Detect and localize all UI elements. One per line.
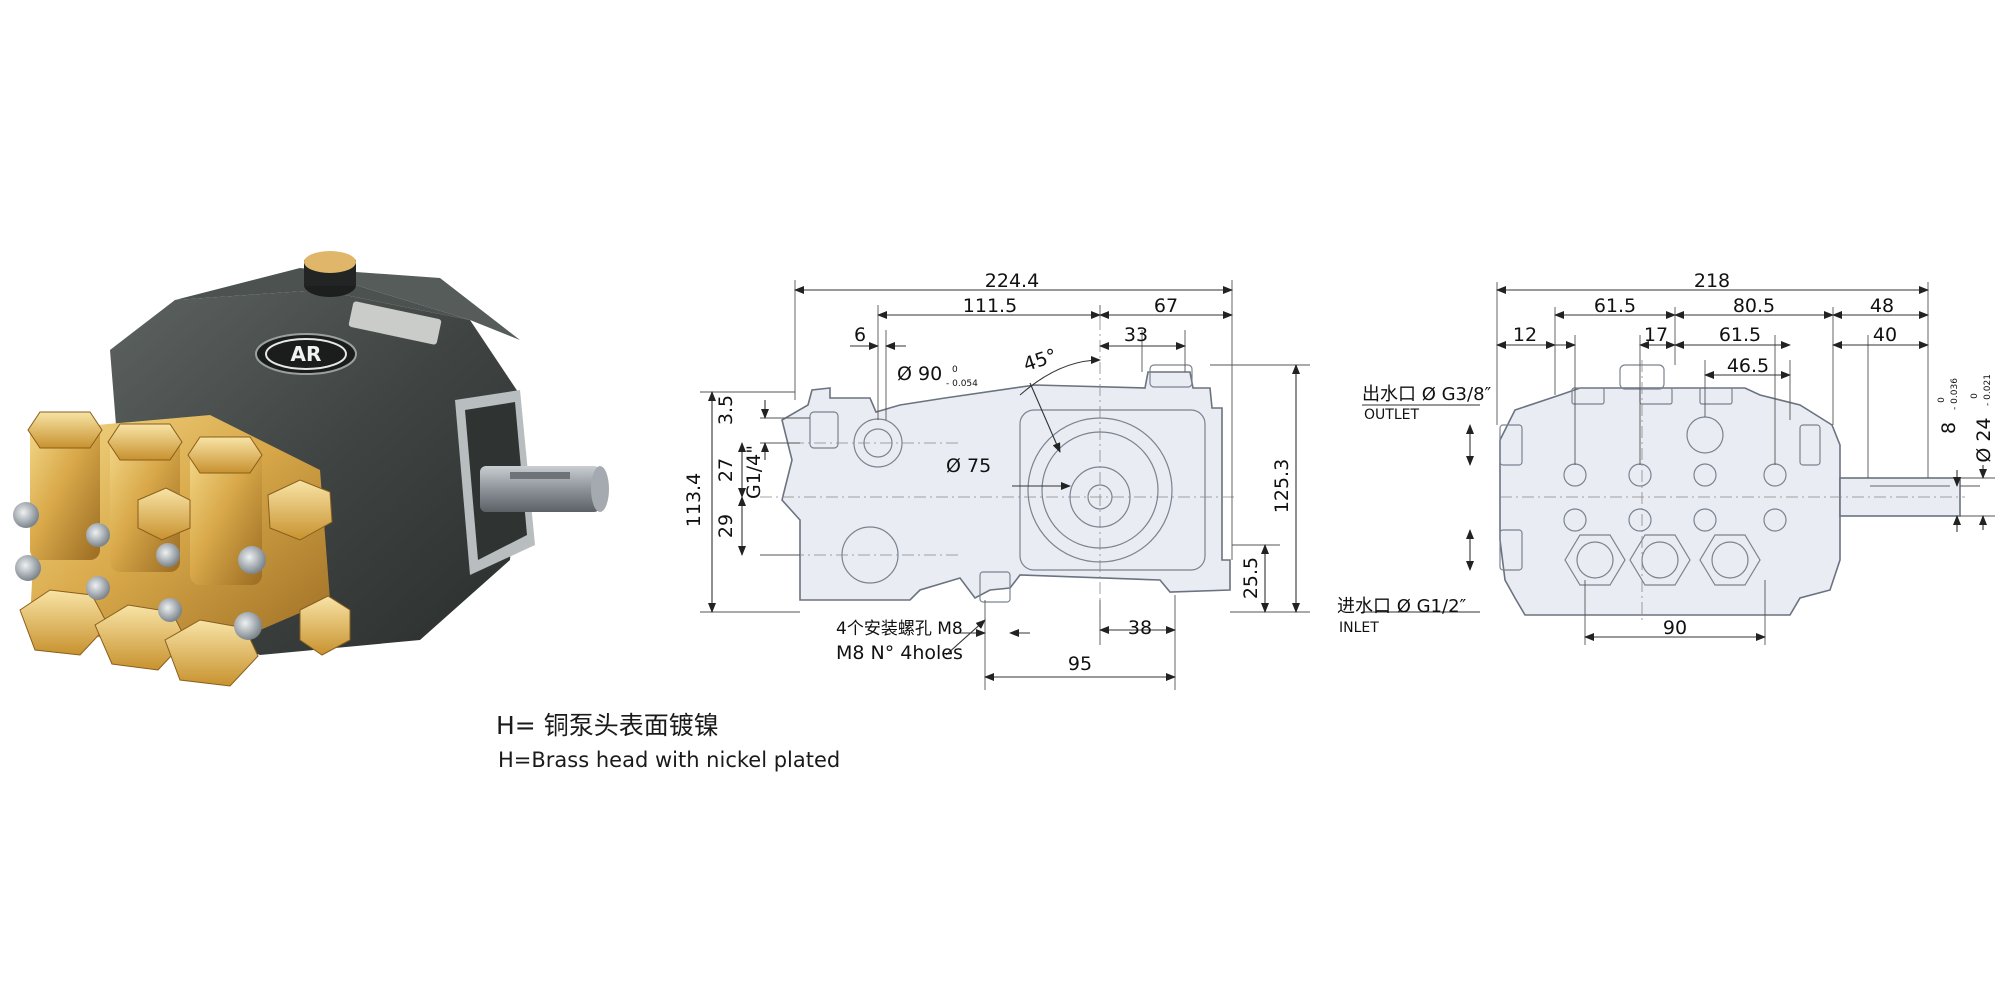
dim-46-5: 46.5 — [1727, 355, 1769, 377]
dim-shaft-24-tol-low: - 0.021 — [1983, 374, 1993, 406]
dim-shaft-24-tol-up: 0 — [1970, 393, 1980, 399]
brand-logo: AR — [291, 342, 322, 366]
inlet-label-cn: 进水口 Ø G1/2″ — [1337, 596, 1467, 617]
dim-6: 6 — [854, 324, 866, 346]
dim-17: 17 — [1644, 324, 1668, 346]
dim-90-tol-lower: - 0.054 — [946, 379, 978, 389]
dim-48: 48 — [1870, 295, 1894, 317]
front-view-drawing: 218 61.5 80.5 48 12 17 61.5 40 46.5 90 出… — [1337, 270, 1995, 645]
mount-holes-en: M8 N° 4holes — [836, 642, 963, 664]
dim-27: 27 — [715, 458, 737, 482]
dim-90: 90 — [1663, 617, 1687, 639]
dim-3-5: 3.5 — [715, 395, 737, 425]
dim-80-5: 80.5 — [1733, 295, 1775, 317]
dim-diameter-75: Ø 75 — [946, 455, 991, 477]
dim-g1-4: G1/4" — [743, 445, 765, 499]
caption-chinese: H= 铜泵头表面镀镍 — [496, 711, 719, 740]
dim-25-5: 25.5 — [1240, 557, 1262, 599]
dim-overall-length: 224.4 — [985, 270, 1039, 292]
dim-111-5: 111.5 — [963, 295, 1017, 317]
dim-125-3: 125.3 — [1271, 459, 1293, 513]
side-view-drawing: 224.4 111.5 67 6 33 Ø 90 0 - 0.054 45° Ø… — [683, 270, 1310, 690]
outlet-label-en: OUTLET — [1364, 407, 1419, 423]
dim-113-4: 113.4 — [683, 473, 705, 527]
dim-61-5b: 61.5 — [1719, 324, 1761, 346]
pump-photo: AR — [13, 251, 609, 687]
dim-key-8-tol-up: 0 — [1937, 397, 1947, 403]
dim-38: 38 — [1128, 617, 1152, 639]
dim-key-8-tol-low: - 0.036 — [1950, 378, 1960, 410]
dim-29: 29 — [715, 514, 737, 538]
dim-diameter-90: Ø 90 — [897, 363, 942, 385]
dim-40: 40 — [1873, 324, 1897, 346]
dim-67: 67 — [1154, 295, 1178, 317]
dim-shaft-24: Ø 24 — [1973, 417, 1995, 462]
inlet-label-en: INLET — [1339, 620, 1379, 636]
dim-95: 95 — [1068, 653, 1092, 675]
dim-90-tol-upper: 0 — [952, 365, 958, 375]
dim-12: 12 — [1513, 324, 1537, 346]
dim-61-5: 61.5 — [1594, 295, 1636, 317]
nameplate — [348, 301, 442, 345]
dim-33: 33 — [1124, 324, 1148, 346]
caption-english: H=Brass head with nickel plated — [498, 748, 841, 772]
outlet-label-cn: 出水口 Ø G3/8″ — [1362, 384, 1492, 405]
mount-holes-cn: 4个安装螺孔 M8 — [836, 619, 963, 639]
head-bolts — [13, 502, 266, 640]
dim-overall-width: 218 — [1694, 270, 1730, 292]
dim-key-8: 8 — [1938, 422, 1960, 434]
oil-cap — [304, 251, 356, 273]
